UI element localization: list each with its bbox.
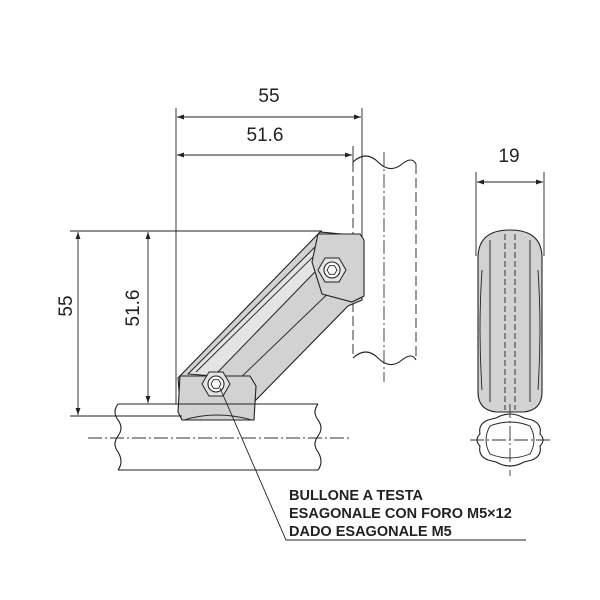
left-inner-dimension-label: 51.6: [123, 290, 144, 327]
leader-line: [219, 387, 526, 541]
upper-hex-bolt: [317, 257, 347, 283]
side-view: 19: [470, 146, 550, 476]
callout-line-2: ESAGONALE CON FORO M5×12: [289, 506, 512, 522]
vertical-pipe: [352, 152, 417, 382]
top-outer-dimension-label: 55: [258, 86, 279, 107]
left-dimensions: 55 51.6: [56, 230, 322, 417]
callout: BULLONE A TESTA ESAGONALE CON FORO M5×12…: [219, 387, 526, 541]
left-outer-dimension-label: 55: [56, 295, 77, 316]
top-inner-dimension-label: 51.6: [247, 125, 284, 146]
callout-line-3: DADO ESAGONALE M5: [289, 524, 452, 540]
top-dimensions: 55 51.6: [175, 86, 363, 404]
joint-body: [177, 231, 365, 421]
side-width-dimension-label: 19: [498, 146, 519, 167]
callout-line-1: BULLONE A TESTA: [289, 488, 424, 504]
